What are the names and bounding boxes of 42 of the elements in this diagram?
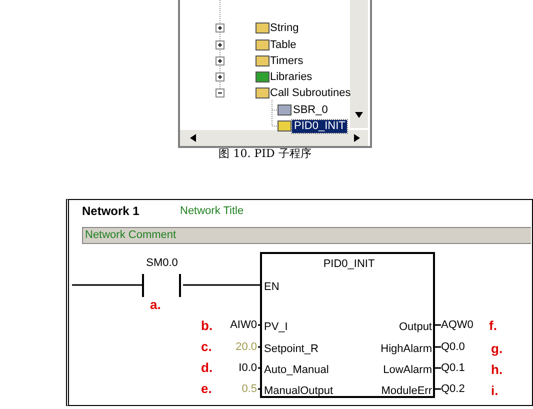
callout-letter: g.	[491, 342, 503, 355]
pin-label: LowAlarm	[383, 364, 432, 377]
operand-label: 20.0	[236, 341, 257, 354]
tree-item-label: Call Subroutines	[270, 87, 351, 100]
operand-label: Q0.2	[441, 383, 465, 396]
operand-label: I0.0	[238, 362, 257, 375]
block-title: PID0_INIT	[323, 258, 375, 271]
pin-label: Output	[398, 321, 432, 334]
tree-item-label: SBR_0	[293, 104, 328, 117]
caption: 图 10. PID 子程序	[218, 147, 312, 160]
pin-label: PV_I	[264, 321, 288, 334]
contact-symbol	[140, 257, 184, 297]
callout-letter: d.	[201, 361, 213, 374]
wire	[183, 284, 260, 286]
contact-label: SM0.0	[146, 257, 178, 270]
operand-label: AQW0	[441, 319, 474, 332]
operand-label: 0.5	[242, 383, 257, 396]
network-title: Network Title	[180, 205, 244, 218]
pin-label: Auto_Manual	[264, 364, 329, 377]
tree-item-label: Timers	[270, 55, 304, 68]
pin-label: HighAlarm	[380, 343, 432, 356]
pin-label: EN	[264, 281, 280, 294]
callout-letter: a.	[150, 298, 161, 311]
tree-item-label: Libraries	[270, 71, 312, 84]
tree-item-label: Table	[270, 39, 296, 52]
callout-letter: b.	[201, 319, 213, 332]
callout-letter: c.	[201, 340, 212, 353]
selected-tree-item: PID0_INIT	[292, 120, 348, 133]
network-number: Network 1	[82, 205, 140, 218]
pin-label: Setpoint_R	[264, 343, 318, 356]
callout-letter: h.	[491, 363, 503, 376]
network-comment: Network Comment	[85, 229, 176, 242]
tree-item-label: String	[270, 22, 299, 35]
callout-letter: f.	[489, 319, 497, 332]
function-block	[260, 252, 435, 398]
pin-label: ManualOutput	[264, 385, 334, 398]
callout-letter: i.	[491, 384, 498, 397]
operand-label: AIW0	[230, 319, 257, 332]
pin-label: ModuleErr	[381, 385, 432, 398]
callout-letter: e.	[201, 382, 212, 395]
operand-label: Q0.0	[441, 341, 465, 354]
operand-label: Q0.1	[441, 362, 465, 375]
